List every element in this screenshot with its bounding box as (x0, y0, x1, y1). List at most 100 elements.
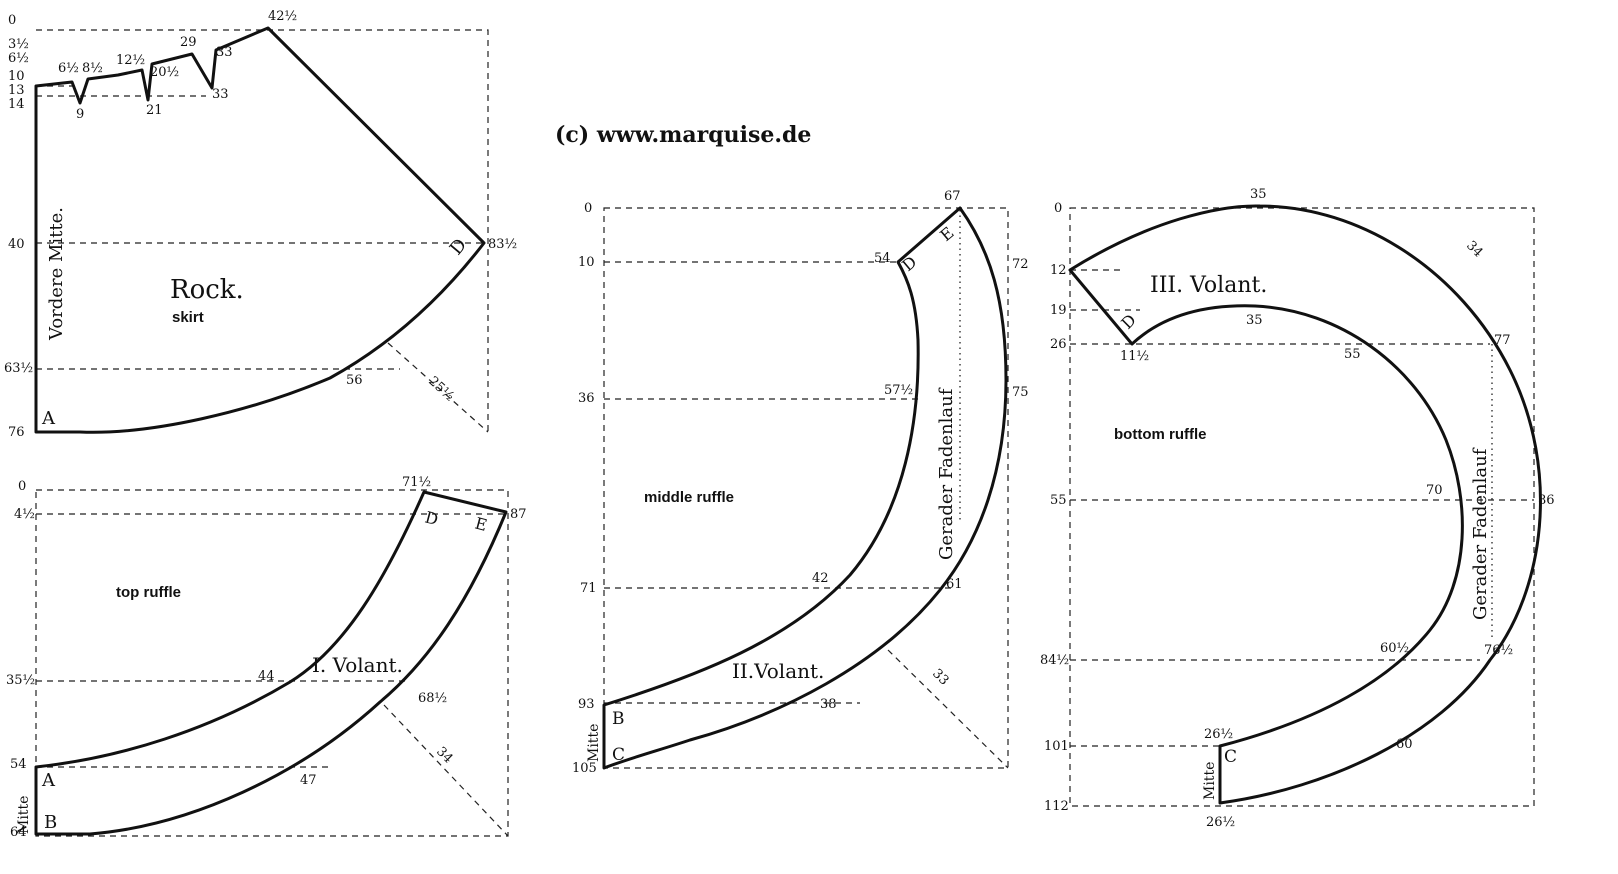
skirt-point-d: D (446, 235, 471, 260)
skirt-left-mark: 13 (8, 83, 25, 98)
middle-ruffle-mark: 38 (820, 697, 837, 712)
top-ruffle-outer-mark: 68½ (418, 691, 447, 706)
bottom-ruffle-left-mark: 0 (1054, 201, 1062, 216)
middle-ruffle-mark: 42 (812, 571, 829, 586)
middle-ruffle-mark: 72 (1012, 257, 1029, 272)
skirt-right-mark: 83½ (488, 237, 517, 252)
skirt-hem-mark: 56 (346, 373, 363, 388)
bottom-ruffle-point-c: C (1224, 747, 1237, 767)
bottom-ruffle-mark: 70 (1426, 483, 1443, 498)
bottom-ruffle-mark: 60 (1396, 737, 1413, 752)
top-ruffle-piece: I. Volant. top ruffle Mitte A B D E 0 4½… (6, 475, 527, 840)
skirt-left-mark: 76 (8, 425, 25, 440)
skirt-dart-mark: 33 (212, 87, 229, 102)
middle-ruffle-mark: 61 (946, 577, 963, 592)
top-ruffle-left-mark: 64 (10, 825, 27, 840)
skirt-top-mark: 12½ (116, 53, 145, 68)
skirt-top-mark: 6½ (58, 61, 79, 76)
bottom-ruffle-mark: 55 (1344, 347, 1361, 362)
skirt-left-mark: 10 (8, 69, 25, 84)
skirt-point-a: A (41, 408, 56, 429)
top-ruffle-title: I. Volant. (312, 653, 403, 677)
middle-ruffle-left-mark: 93 (578, 697, 595, 712)
top-ruffle-left-mark: 0 (18, 479, 26, 494)
bottom-ruffle-mark: 76½ (1484, 643, 1513, 658)
skirt-left-mark: 0 (8, 13, 16, 28)
middle-ruffle-grain-label: Gerader Fadenlauf (936, 387, 957, 560)
skirt-left-mark: 14 (8, 97, 25, 112)
bottom-ruffle-left-mark: 19 (1050, 303, 1067, 318)
top-ruffle-point-b: B (44, 812, 57, 833)
middle-ruffle-title: II.Volant. (732, 659, 824, 683)
top-ruffle-right-mark: 87 (510, 507, 527, 522)
middle-ruffle-top-mark: 67 (944, 189, 961, 204)
skirt-left-mark: 3½ (8, 37, 29, 52)
top-ruffle-outline (34, 490, 508, 836)
skirt-piece: Rock. skirt Vordere Mitte. A D 0 3½ 6½ 1… (4, 9, 517, 440)
bottom-ruffle-mark: 26½ (1206, 815, 1235, 830)
middle-ruffle-side-label: Mitte (586, 724, 602, 762)
middle-ruffle-english-label: middle ruffle (644, 489, 734, 506)
top-ruffle-left-mark: 54 (10, 757, 27, 772)
middle-ruffle-mark: 54 (874, 251, 891, 266)
bottom-ruffle-grain-label: Gerader Fadenlauf (1470, 447, 1491, 620)
middle-ruffle-diag-mark: 33 (929, 666, 951, 688)
skirt-title: Rock. (170, 275, 244, 305)
bottom-ruffle-mark: 26½ (1204, 727, 1233, 742)
bottom-ruffle-mark: 86 (1538, 493, 1555, 508)
skirt-outline (34, 26, 486, 434)
bottom-ruffle-left-mark: 12 (1050, 263, 1067, 278)
skirt-top-mark: 33 (216, 45, 233, 60)
bottom-ruffle-side-label: Mitte (1202, 762, 1218, 800)
bottom-ruffle-left-mark: 55 (1050, 493, 1067, 508)
bottom-ruffle-mark: 35 (1246, 313, 1263, 328)
top-ruffle-top-mark: 71½ (402, 475, 431, 490)
top-ruffle-bottom-mark: 47 (300, 773, 317, 788)
skirt-diag-mark: 25½ (425, 374, 457, 405)
middle-ruffle-point-c: C (612, 745, 625, 765)
skirt-top-mark: 20½ (150, 65, 179, 80)
middle-ruffle-mark: 75 (1012, 385, 1029, 400)
top-ruffle-english-label: top ruffle (116, 584, 181, 601)
top-ruffle-point-d: D (423, 508, 440, 530)
bottom-ruffle-left-mark: 112 (1044, 799, 1069, 814)
top-ruffle-diag-mark: 34 (433, 744, 455, 766)
middle-ruffle-left-mark: 10 (578, 255, 595, 270)
bottom-ruffle-left-mark: 84½ (1040, 653, 1069, 668)
middle-ruffle-guide-lines (603, 207, 1009, 769)
top-ruffle-guide-lines (35, 489, 509, 837)
skirt-top-mark: 29 (180, 35, 197, 50)
middle-ruffle-outline (602, 206, 1008, 770)
bottom-ruffle-title: III. Volant. (1150, 273, 1267, 298)
bottom-ruffle-left-mark: 26 (1050, 337, 1067, 352)
bottom-ruffle-english-label: bottom ruffle (1114, 426, 1206, 443)
copyright-text: (c) www.marquise.de (555, 122, 811, 148)
middle-ruffle-left-mark: 71 (580, 581, 597, 596)
middle-ruffle-left-mark: 0 (584, 201, 592, 216)
middle-ruffle-point-b: B (612, 709, 625, 729)
top-ruffle-inner-mark: 44 (258, 669, 275, 684)
middle-ruffle-piece: II.Volant. middle ruffle Gerader Fadenla… (572, 189, 1029, 776)
top-ruffle-side-label: Mitte (16, 796, 32, 834)
bottom-ruffle-diag-mark: 34 (1463, 238, 1485, 260)
bottom-ruffle-piece: III. Volant. bottom ruffle Gerader Faden… (1040, 187, 1555, 830)
middle-ruffle-mark: 57½ (884, 383, 913, 398)
skirt-left-mark: 6½ (8, 51, 29, 66)
top-ruffle-left-mark: 4½ (14, 507, 35, 522)
skirt-side-label: Vordere Mitte. (46, 207, 67, 341)
top-ruffle-point-e: E (473, 514, 489, 535)
bottom-ruffle-mark: 60½ (1380, 641, 1409, 656)
skirt-top-mark: 8½ (82, 61, 103, 76)
skirt-guide-lines (36, 29, 489, 433)
skirt-top-mark: 42½ (268, 9, 297, 24)
bottom-ruffle-mark: 77 (1494, 333, 1511, 348)
top-ruffle-point-a: A (41, 770, 56, 791)
bottom-ruffle-outline (1068, 204, 1542, 805)
bottom-ruffle-mark: 35 (1250, 187, 1267, 202)
middle-ruffle-left-mark: 105 (572, 761, 597, 776)
skirt-english-label: skirt (172, 309, 204, 326)
skirt-left-mark: 63½ (4, 361, 33, 376)
bottom-ruffle-mark: 11½ (1120, 349, 1149, 364)
skirt-left-mark: 40 (8, 237, 25, 252)
